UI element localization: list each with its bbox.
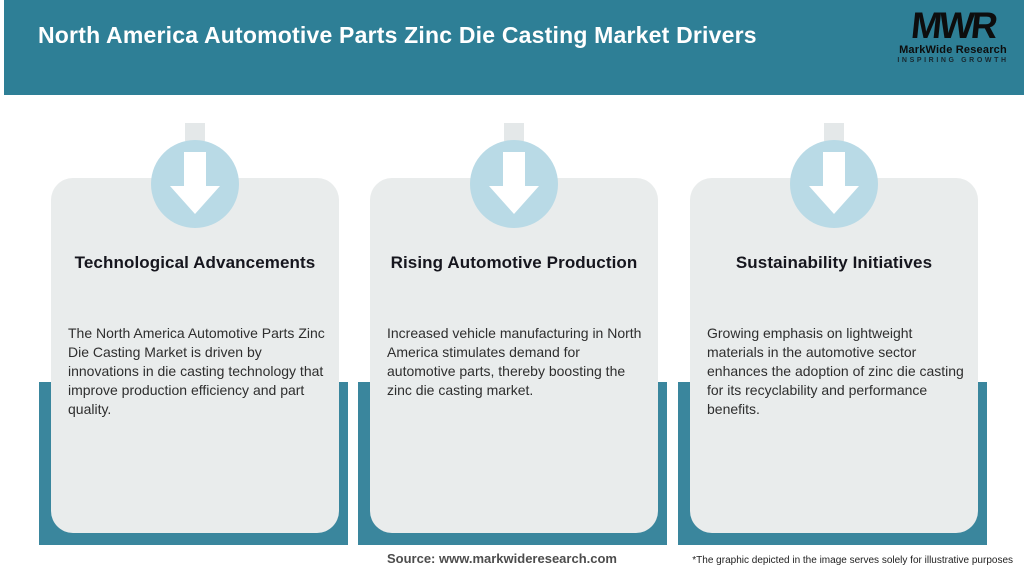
logo-name: MarkWide Research [899, 44, 1007, 56]
header-bar: North America Automotive Parts Zinc Die … [4, 0, 1024, 95]
down-arrow-icon [151, 140, 239, 228]
connector-notch [824, 123, 844, 141]
logo-tagline: INSPIRING GROWTH [897, 57, 1009, 64]
down-arrow-icon [790, 140, 878, 228]
card-title: Sustainability Initiatives [735, 253, 933, 272]
down-arrow-icon [470, 140, 558, 228]
disclaimer-text: *The graphic depicted in the image serve… [692, 555, 1013, 566]
card-description: Increased vehicle manufacturing in North… [387, 325, 642, 398]
markwide-research-logo: MWR MarkWide Research INSPIRING GROWTH [894, 5, 1012, 64]
card-description: The North America Automotive Parts Zinc … [68, 325, 325, 417]
card-title: Technological Advancements [74, 253, 316, 272]
card-description: Growing emphasis on lightweight material… [707, 325, 964, 417]
source-line: Source: www.markwideresearch.com [386, 551, 617, 566]
driver-card: Sustainability Initiatives Growing empha… [690, 178, 978, 533]
card-title: Rising Automotive Production [390, 253, 638, 272]
logo-monogram: MWR [909, 5, 997, 46]
driver-card: Rising Automotive Production Increased v… [370, 178, 658, 533]
driver-card: Technological Advancements The North Ame… [51, 178, 339, 533]
connector-notch [185, 123, 205, 141]
connector-notch [504, 123, 524, 141]
page-title: North America Automotive Parts Zinc Die … [38, 22, 757, 48]
